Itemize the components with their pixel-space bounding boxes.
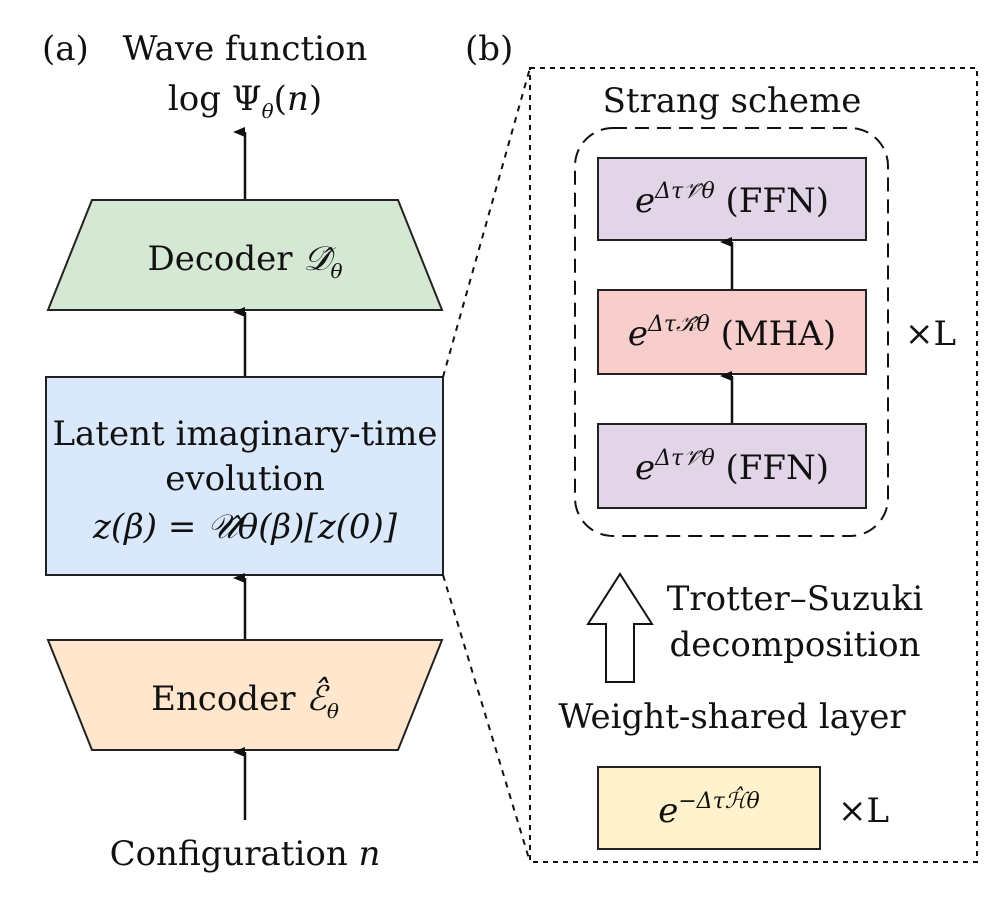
input-label: Configuration n (110, 834, 381, 874)
zoom-line-bottom (442, 574, 531, 863)
ffn-top-label: eΔτ𝒱̂θ (FFN) (635, 179, 829, 221)
decoder-label: Decoder 𝒟̂θ (147, 239, 342, 283)
zoom-line-top (442, 67, 531, 378)
ffn-bottom-label: eΔτ𝒱̂θ (FFN) (635, 446, 829, 488)
strang-repeat: ×L (905, 314, 956, 354)
latent-line2: evolution (165, 459, 324, 499)
latent-formula: z(β) = 𝒰̂θ(β)[z(0)] (92, 507, 398, 547)
output-formula: log Ψθ(n) (168, 79, 322, 123)
shared-block-label: e−Δτℋ̂θ (658, 786, 760, 831)
panel-b-label: (b) (465, 29, 513, 69)
panel-a-label: (a) (42, 29, 89, 69)
decomposition-line2: decomposition (669, 625, 920, 665)
weight-shared-block (597, 766, 821, 850)
strang-container (574, 127, 889, 537)
latent-line1: Latent imaginary-time (52, 414, 437, 454)
ffn-block-top (597, 157, 867, 241)
mha-label: eΔτ𝒦̂θ (MHA) (628, 312, 836, 354)
ffn-block-bottom (597, 423, 867, 509)
strang-title: Strang scheme (603, 81, 862, 121)
encoder-block (46, 639, 444, 751)
output-title: Wave function (123, 29, 368, 69)
latent-evolution-block (45, 376, 444, 576)
panel-b-frame (529, 67, 978, 863)
mha-block (597, 289, 867, 375)
shared-repeat: ×L (838, 791, 889, 831)
decoder-block (46, 199, 444, 311)
hollow-up-arrow (586, 572, 654, 683)
encoder-label: Encoder ℰ̂θ (151, 676, 339, 723)
shared-title: Weight-shared layer (558, 697, 906, 737)
decomposition-line1: Trotter–Suzuki (667, 579, 924, 619)
